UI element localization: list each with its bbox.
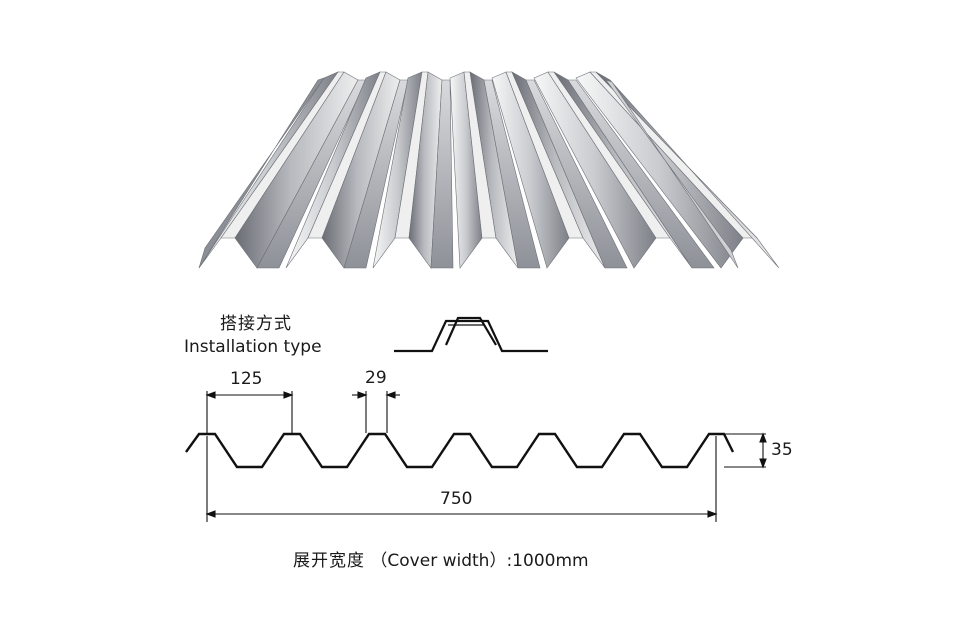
valley-face <box>430 79 454 269</box>
height-dimension-label: 35 <box>771 440 793 460</box>
cover-width-label-cn: 展开宽度 <box>293 551 365 571</box>
cover-width-value: :1000mm <box>506 551 589 571</box>
valley-face <box>483 79 541 269</box>
right-lip <box>605 79 739 269</box>
cover-width-label-en: （Cover width） <box>370 551 507 571</box>
dimension-lines <box>205 391 767 522</box>
sheet-cross-section-profile <box>185 432 735 469</box>
installation-type-label-en: Installation type <box>184 337 322 357</box>
installation-type-label-cn: 搭接方式 <box>220 314 292 334</box>
valley-face <box>525 79 628 269</box>
installation-overlap-profile <box>394 316 548 353</box>
pitch-dimension-label: 125 <box>230 369 263 389</box>
rib-right-face <box>595 71 780 269</box>
cover-width-caption: 展开宽度 （Cover width）:1000mm <box>293 546 589 571</box>
span-dimension-label: 750 <box>440 489 473 509</box>
valley-face <box>567 79 715 269</box>
valley-face <box>256 79 367 269</box>
valley-face <box>343 79 409 269</box>
rib-top-dimension-label: 29 <box>365 368 387 388</box>
left-lip <box>198 77 325 269</box>
metal-sheet-3d-render <box>198 71 780 269</box>
